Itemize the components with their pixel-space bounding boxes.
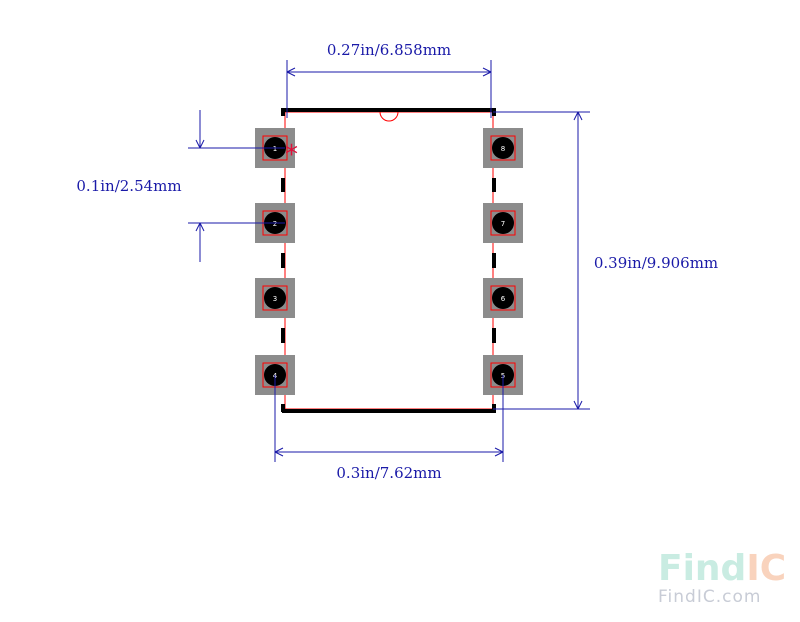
pin-hole — [492, 212, 514, 234]
dimension-label-pitch: 0.1in/2.54mm — [76, 177, 181, 195]
watermark-ic: IC — [746, 548, 786, 589]
dimension-pitch — [188, 110, 285, 262]
pin-hole — [492, 287, 514, 309]
svg-text:FindIC: FindIC — [658, 548, 786, 589]
pin-number: 3 — [273, 295, 277, 303]
pin-number: 8 — [501, 145, 505, 153]
dimension-label-top-width: 0.27in/6.858mm — [327, 41, 451, 59]
pin1-marker: * — [285, 140, 298, 170]
body-outline — [284, 111, 494, 410]
pin-number: 7 — [501, 220, 505, 228]
pin-number: 6 — [501, 295, 506, 303]
dimension-label-row-spacing: 0.3in/7.62mm — [336, 464, 441, 482]
watermark-find: Find — [658, 548, 746, 589]
pin1-notch — [379, 111, 399, 122]
pad-8: 8 — [483, 128, 523, 168]
pin-hole — [264, 287, 286, 309]
watermark-url: FindIC.com — [658, 587, 761, 607]
dimension-row-spacing — [274, 375, 504, 462]
pad-7: 7 — [483, 203, 523, 243]
pad-3: 3 — [255, 278, 295, 318]
dimension-top-width — [286, 60, 492, 118]
pad-6: 6 — [483, 278, 523, 318]
package-body — [281, 108, 496, 413]
pin-number: 2 — [273, 220, 277, 228]
watermark-logo: FindIC FindIC.com — [658, 548, 786, 607]
dimension-body-length — [493, 111, 590, 410]
pin-hole — [492, 137, 514, 159]
pin-number: 1 — [273, 145, 277, 153]
dimension-label-body-length: 0.39in/9.906mm — [594, 254, 718, 272]
